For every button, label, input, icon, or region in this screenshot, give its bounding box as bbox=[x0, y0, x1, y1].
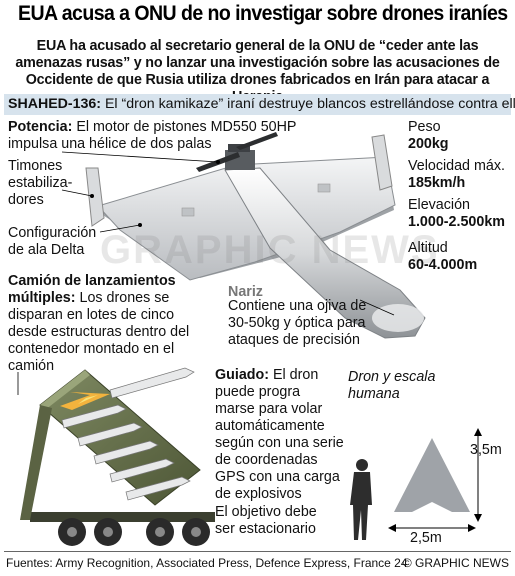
footer-divider bbox=[4, 551, 511, 552]
spec-weight: Peso 200kg bbox=[408, 119, 449, 152]
footer-sources: Fuentes: Army Recognition, Associated Pr… bbox=[6, 556, 408, 570]
watermark: GRAPHIC NEWS bbox=[100, 228, 440, 272]
camion-label: Camión de lanzamientos múltiples: Los dr… bbox=[8, 273, 190, 374]
nariz-text: Contiene una ojiva de 30-50kg y óptica p… bbox=[228, 298, 367, 348]
spec-altitude: Altitud 60-4.000m bbox=[408, 240, 478, 273]
page-title: EUA acusa a ONU de no investigar sobre d… bbox=[18, 2, 508, 25]
delta-label: Configuración de ala Delta bbox=[8, 225, 97, 258]
spec-speed: Velocidad máx. 185km/h bbox=[408, 158, 505, 191]
spec-elevation: Elevación 1.000-2.500km bbox=[408, 197, 505, 230]
timones-label: Timones estabiliza- dores bbox=[8, 158, 73, 208]
banner-text: El “dron kamikaze” iraní destruye blanco… bbox=[101, 96, 515, 112]
potencia-label: Potencia: El motor de pistones MD550 50H… bbox=[8, 119, 297, 135]
footer-copyright: © GRAPHIC NEWS bbox=[402, 556, 509, 570]
scale-caption: Dron y escala humana bbox=[348, 369, 436, 402]
human-silhouette bbox=[350, 459, 372, 540]
nariz-label: Nariz bbox=[228, 284, 263, 300]
banner-background bbox=[4, 94, 511, 115]
scale-width-label: 2,5m bbox=[410, 530, 442, 546]
scale-height-label: 3,5m bbox=[470, 442, 502, 458]
guiado-extra: El objetivo debe ser estacionario bbox=[215, 504, 317, 537]
banner: SHAHED-136: El “dron kamikaze” iraní des… bbox=[8, 96, 515, 112]
banner-model: SHAHED-136: bbox=[8, 96, 102, 112]
page-subtitle: EUA ha acusado al secretario general de … bbox=[15, 38, 500, 105]
guiado-text: Guiado: El dron puede progra marse para … bbox=[215, 367, 344, 502]
drone-planform bbox=[394, 438, 470, 512]
potencia-line2: impulsa una hélice de dos palas bbox=[8, 136, 212, 152]
